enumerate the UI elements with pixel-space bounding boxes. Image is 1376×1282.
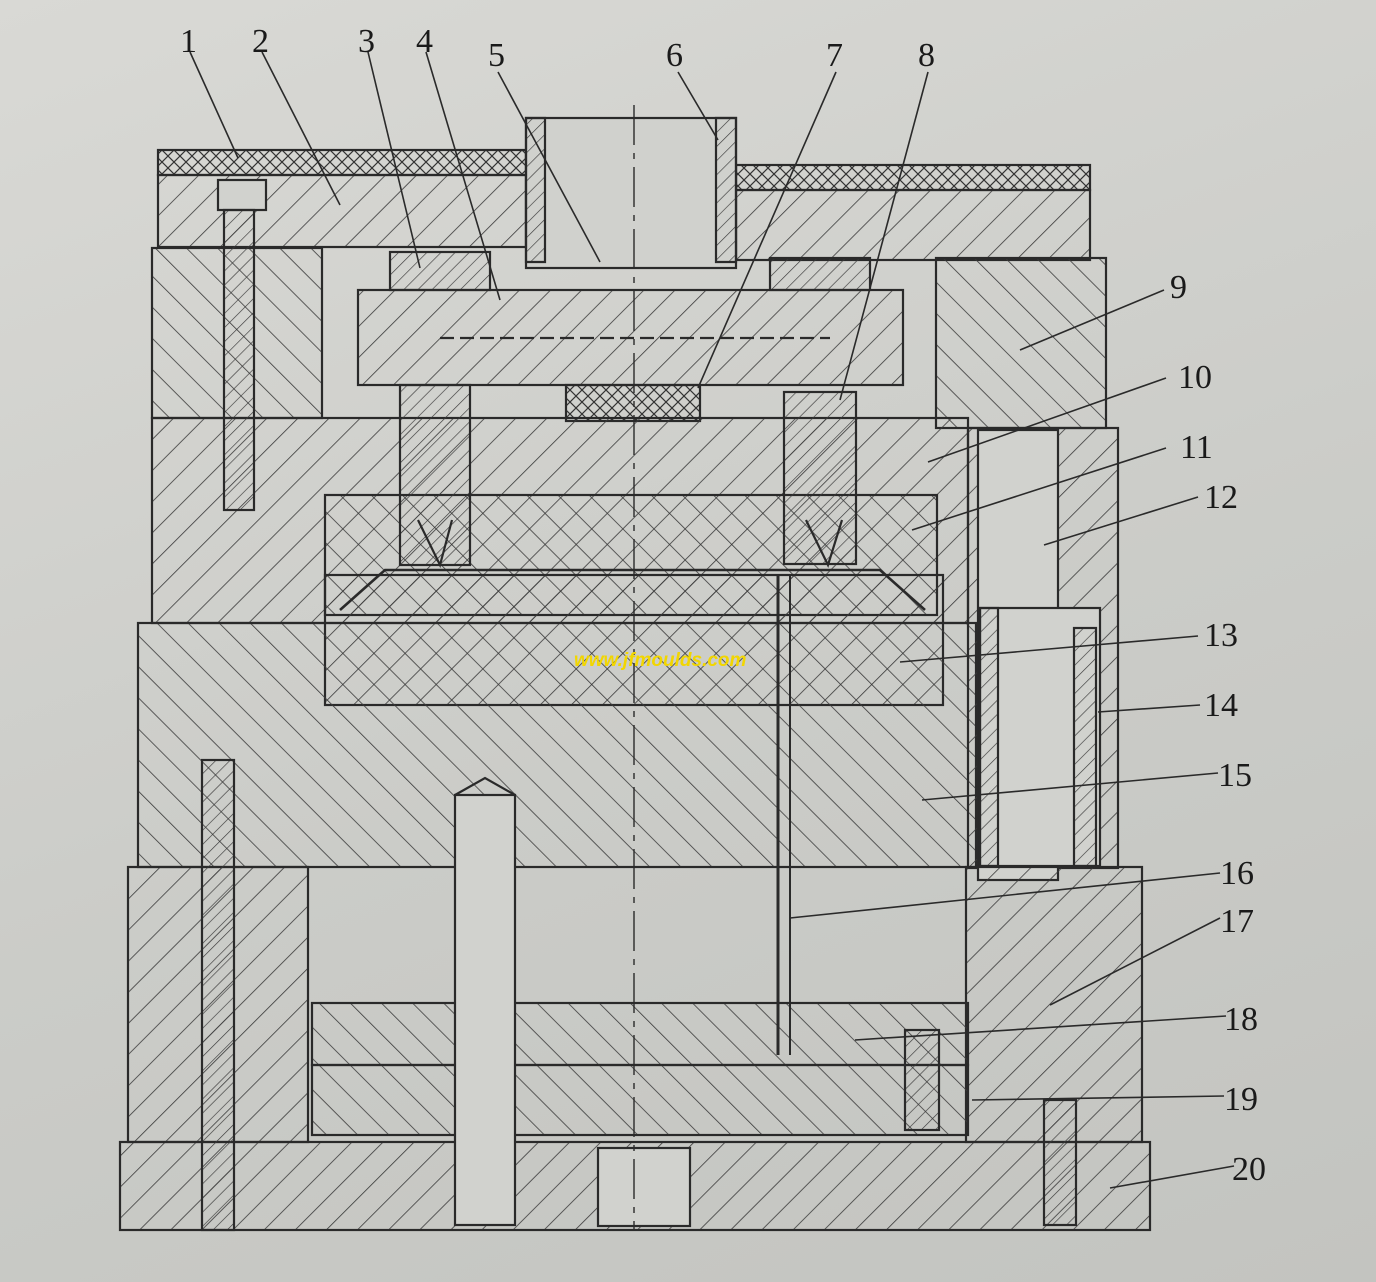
locating-ring-wall-right — [714, 116, 738, 264]
support-pillar — [453, 793, 517, 1227]
part-label-20: 20 — [1232, 1151, 1266, 1188]
hot-nozzle-left — [398, 383, 472, 567]
center-support-pad — [564, 383, 702, 423]
bushing-wall-left — [978, 606, 1000, 868]
insulation-plate-left — [156, 148, 528, 177]
screw-20 — [1042, 1098, 1078, 1227]
part-label-4: 4 — [416, 23, 433, 60]
part-labels: 1 2 3 4 5 6 7 8 9 10 11 12 13 14 15 16 1… — [180, 23, 1266, 1188]
part-label-15: 15 — [1218, 757, 1252, 794]
screw-1 — [216, 178, 268, 212]
top-clamp-plate-right — [734, 188, 1092, 262]
part-label-9: 9 — [1170, 269, 1187, 306]
mold-body — [118, 105, 1152, 1232]
part-label-11: 11 — [1180, 429, 1213, 466]
manifold-support-right — [934, 256, 1108, 430]
screw-19 — [903, 1028, 941, 1132]
manifold-insulator-right — [768, 256, 872, 292]
part-label-14: 14 — [1204, 687, 1238, 724]
ejector-retainer-plate — [310, 1001, 970, 1067]
hot-nozzle-right — [782, 390, 858, 566]
manifold-insulator-left — [388, 250, 492, 292]
top-clamp-plate-left — [156, 173, 528, 249]
leader-lines — [189, 51, 1235, 1189]
part-label-7: 7 — [826, 37, 843, 74]
part-label-3: 3 — [358, 23, 375, 60]
locating-ring-wall-left — [524, 116, 547, 264]
ejector-hole — [596, 1146, 692, 1228]
dowel-left — [200, 758, 236, 1232]
part-label-17: 17 — [1220, 903, 1254, 940]
locating-ring — [524, 116, 738, 270]
part-label-13: 13 — [1204, 617, 1238, 654]
part-label-5: 5 — [488, 37, 505, 74]
ejector-plate — [310, 1063, 970, 1137]
part-cavity — [339, 568, 926, 611]
part-label-1: 1 — [180, 23, 197, 60]
part-label-19: 19 — [1224, 1081, 1258, 1118]
part-label-12: 12 — [1204, 479, 1238, 516]
core-plate — [136, 621, 978, 869]
watermark: www.jfmoulds.com — [574, 650, 747, 671]
part-label-2: 2 — [252, 23, 269, 60]
part-label-18: 18 — [1224, 1001, 1258, 1038]
part-label-8: 8 — [918, 37, 935, 74]
part-label-16: 16 — [1220, 855, 1254, 892]
bushing-wall-right — [1072, 626, 1098, 868]
part-label-6: 6 — [666, 37, 683, 74]
part-label-10: 10 — [1178, 359, 1212, 396]
insulation-plate-right — [734, 163, 1092, 192]
